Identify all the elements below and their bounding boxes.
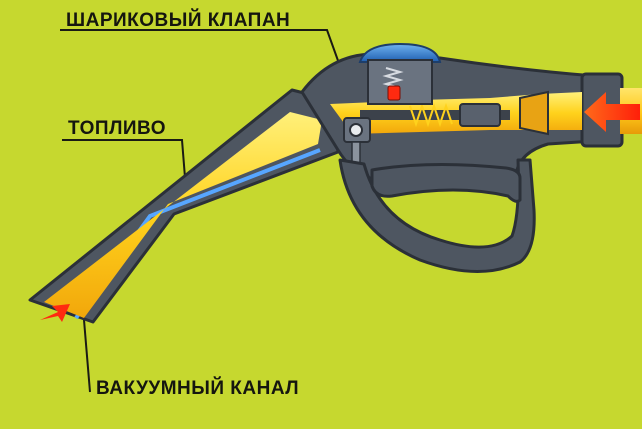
label-fuel: ТОПЛИВО — [68, 118, 167, 139]
label-ball-valve: ШАРИКОВЫЙ КЛАПАН — [66, 10, 291, 31]
trigger-lever — [370, 162, 522, 203]
fuel-leader — [62, 139, 187, 191]
poppet-assembly — [360, 102, 510, 128]
inlet-flow-arrow — [584, 92, 640, 132]
outlet-flow-arrow — [40, 304, 70, 322]
ball-valve-spring — [382, 67, 404, 89]
trigger-guard — [338, 158, 536, 274]
latch-mechanism — [343, 117, 371, 165]
red-ball-valve — [387, 85, 401, 101]
label-vacuum-channel: ВАКУУМНЫЙ КАНАЛ — [96, 378, 300, 399]
valve-seat — [519, 90, 549, 136]
spout-fuel-flow — [44, 112, 322, 318]
ball-valve-cap — [358, 42, 442, 63]
